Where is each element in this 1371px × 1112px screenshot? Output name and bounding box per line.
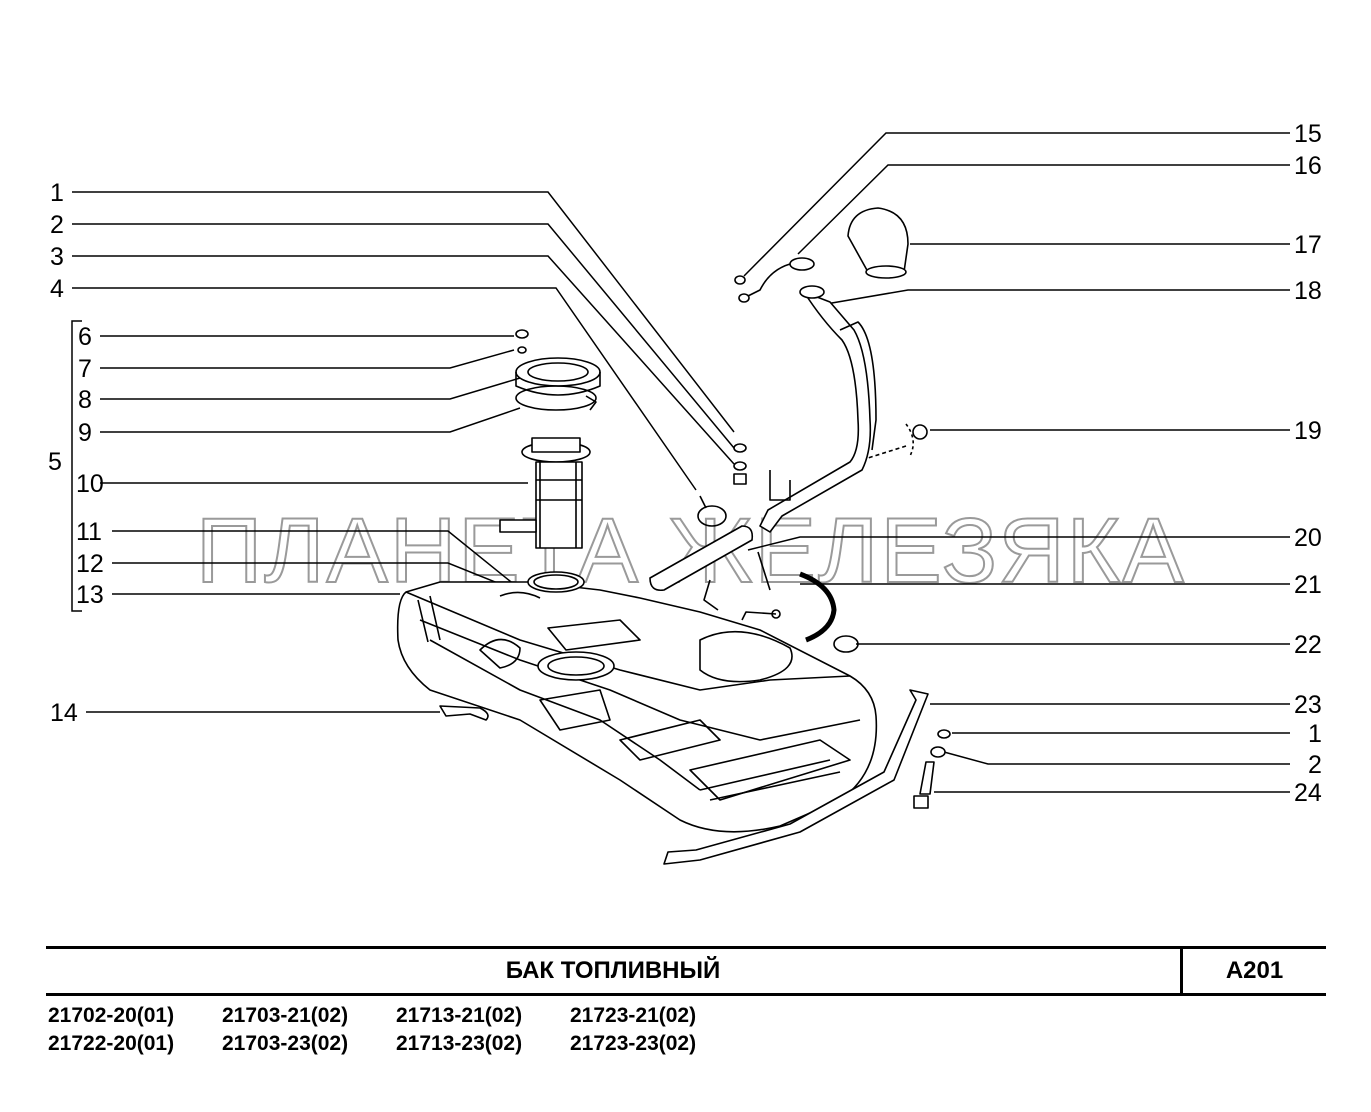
left-callouts: 1 2 3 4 5 6 7 8 9 10 11 12 13 14 — [48, 179, 104, 727]
diagram-title: БАК ТОПЛИВНЫЙ — [505, 957, 721, 984]
filler-neck — [697, 207, 928, 533]
model-code: 21723-23(02) — [570, 1032, 697, 1055]
hoses — [649, 525, 859, 653]
callout-15: 15 — [1294, 120, 1322, 148]
callout-18: 18 — [1294, 277, 1322, 305]
model-code: 21722-20(01) — [48, 1032, 175, 1055]
bolt-24 — [913, 761, 935, 809]
model-row: 21722-20(01) 21703-23(02) 21713-23(02) 2172… — [48, 1032, 744, 1060]
fuel-pump-parts — [499, 329, 601, 593]
callout-2: 2 — [50, 211, 64, 239]
callout-22: 22 — [1294, 631, 1322, 659]
right-callouts: 15 16 17 18 19 20 21 22 23 1 2 24 — [1294, 120, 1322, 807]
model-code: 21723-21(02) — [570, 1004, 697, 1027]
callout-1: 1 — [50, 179, 64, 207]
callout-14: 14 — [50, 699, 78, 727]
callout-11: 11 — [76, 518, 102, 546]
fuel-tank — [396, 581, 878, 833]
callout-24: 24 — [1294, 779, 1322, 807]
callout-9: 9 — [78, 419, 92, 447]
right-leader-lines — [743, 132, 1290, 793]
callout-12: 12 — [76, 550, 104, 578]
model-code: 21713-21(02) — [396, 1004, 523, 1027]
model-code: 21703-21(02) — [222, 1004, 349, 1027]
callout-16: 16 — [1294, 152, 1322, 180]
title-block: БАК ТОПЛИВНЫЙ A201 — [46, 946, 1326, 996]
model-code: 21713-23(02) — [396, 1032, 523, 1055]
callout-2b: 2 — [1308, 751, 1322, 779]
strap-23 — [663, 689, 929, 865]
callout-6: 6 — [78, 323, 92, 351]
left-leader-lines — [71, 191, 735, 713]
callout-1b: 1 — [1308, 720, 1322, 748]
callout-7: 7 — [78, 355, 92, 383]
model-list: 21702-20(01) 21703-21(02) 21713-21(02) 2172… — [48, 1004, 744, 1060]
callout-17: 17 — [1294, 231, 1322, 259]
strap-14 — [439, 705, 489, 721]
parts — [396, 207, 951, 865]
title-separator — [1180, 949, 1183, 993]
callout-23: 23 — [1294, 691, 1322, 719]
callout-20: 20 — [1294, 524, 1322, 552]
fuel-tank-exploded-diagram: ПЛАНЕТА ЖЕЛЕЗЯКА 1 2 3 4 5 6 7 8 9 10 11… — [48, 120, 1322, 865]
model-code: 21702-20(01) — [48, 1004, 175, 1027]
callout-10: 10 — [76, 470, 104, 498]
callout-8: 8 — [78, 386, 92, 414]
diagram-code: A201 — [1225, 957, 1284, 984]
callout-3: 3 — [50, 243, 64, 271]
callout-21: 21 — [1294, 571, 1322, 599]
callout-19: 19 — [1294, 417, 1322, 445]
model-row: 21702-20(01) 21703-21(02) 21713-21(02) 2172… — [48, 1004, 744, 1032]
watermark: ПЛАНЕТА ЖЕЛЕЗЯКА — [196, 500, 1186, 602]
callout-13: 13 — [76, 581, 104, 609]
callout-4: 4 — [50, 275, 64, 303]
model-code: 21703-23(02) — [222, 1032, 349, 1055]
callout-5: 5 — [48, 448, 62, 476]
